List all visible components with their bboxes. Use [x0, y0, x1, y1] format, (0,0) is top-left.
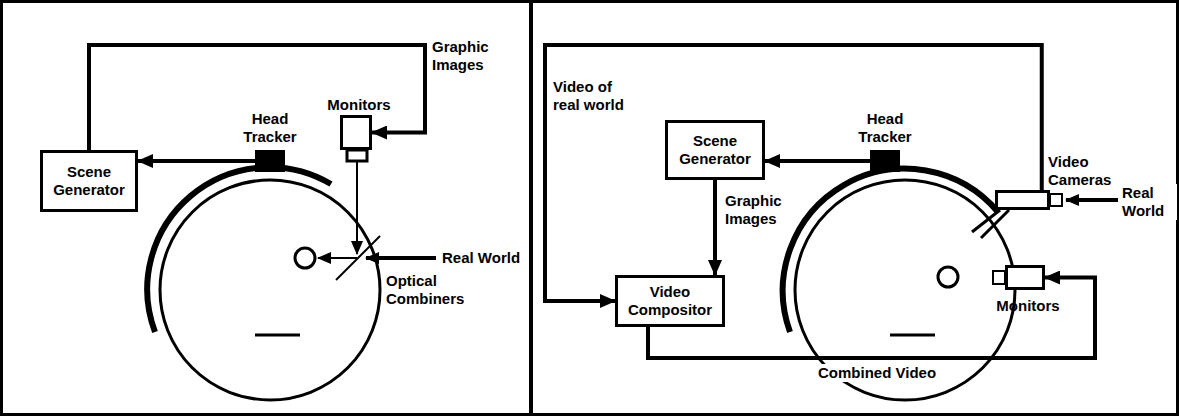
annotation-label: Real World: [442, 249, 520, 267]
connector: [138, 159, 255, 163]
head-outline: [160, 180, 380, 400]
panel-divider: [529, 0, 533, 416]
mouth-line: [255, 334, 300, 337]
head-tracker: Head Tracker: [870, 150, 900, 172]
connector: [765, 159, 870, 163]
camera-mount: [972, 210, 1000, 232]
annotation-label: Optical Combiners: [386, 272, 476, 308]
node-label: Scene Generator: [668, 132, 762, 168]
video-camera: Video Cameras: [995, 190, 1050, 210]
connector: [89, 45, 425, 150]
node-label: Video Compositor: [618, 283, 722, 319]
edge-label: Combined Video: [818, 364, 936, 382]
monitor-lens: [347, 150, 367, 161]
monitor: Monitors: [340, 115, 372, 150]
monitor: Monitors: [1005, 265, 1045, 290]
camera-mount: [981, 210, 1009, 238]
edge-label: Graphic Images: [432, 38, 502, 74]
head-tracker: Head Tracker: [255, 150, 285, 172]
edge-label: Video of real world: [553, 78, 638, 114]
eye: [295, 248, 315, 268]
node-label: Scene Generator: [43, 163, 135, 199]
part-label: Video Cameras: [1048, 153, 1118, 189]
part-label: Monitors: [996, 297, 1059, 315]
part-label: Monitors: [327, 96, 390, 114]
mouth-line: [890, 334, 935, 337]
helmet-arc: [783, 169, 998, 332]
real-world-arrow: [1066, 198, 1118, 202]
process-box: Video Compositor: [615, 275, 725, 327]
connector: [713, 180, 717, 275]
light-ray: [318, 257, 357, 259]
real-world-arrow: [366, 256, 436, 260]
helmet-arc: [147, 167, 331, 332]
camera-lens: [1050, 194, 1062, 206]
process-box: Scene Generator: [40, 150, 138, 212]
annotation-label: Real World: [1122, 184, 1177, 220]
part-label: Head Tracker: [850, 110, 920, 146]
edge-label: Graphic Images: [725, 192, 795, 228]
monitor-lens: [993, 271, 1005, 284]
process-box: Scene Generator: [665, 120, 765, 180]
light-ray: [356, 162, 358, 254]
eye: [938, 267, 958, 287]
part-label: Head Tracker: [235, 110, 305, 146]
connector: [545, 45, 1042, 301]
head-outline: [795, 180, 1015, 400]
